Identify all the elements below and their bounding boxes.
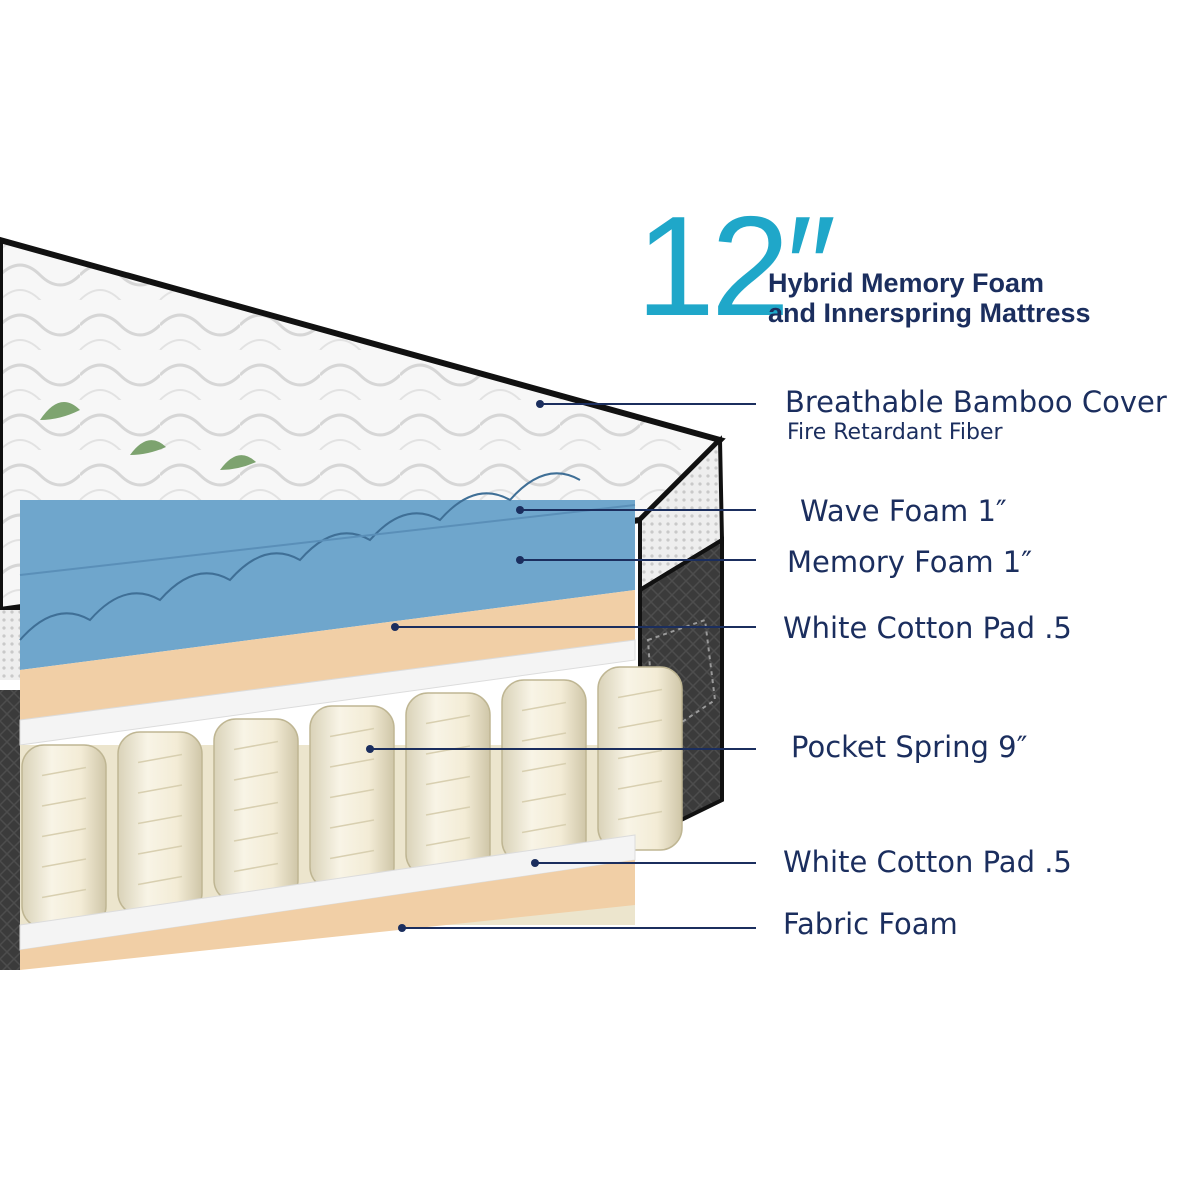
title-line-1: Hybrid Memory Foam <box>768 268 1045 298</box>
title-line-2: and Innerspring Mattress <box>768 298 1091 328</box>
pocket-spring-coil <box>405 692 491 877</box>
layer-label-bamboo-cover: Breathable Bamboo Cover <box>785 385 1167 419</box>
mattress-height: 12″ <box>636 187 836 346</box>
pocket-spring-coil <box>597 666 683 851</box>
pocket-spring-coil <box>501 679 587 864</box>
layer-label-wave-foam: Wave Foam 1″ <box>800 494 1007 528</box>
fabric-foam-layer <box>20 860 635 970</box>
layer-label-cotton-pad-bottom: White Cotton Pad .5 <box>783 845 1072 879</box>
pocket-spring-coil <box>213 718 299 903</box>
wave-foam-layer <box>20 500 635 670</box>
layer-label-memory-foam: Memory Foam 1″ <box>787 545 1033 579</box>
memory-foam-layer <box>20 590 635 720</box>
layer-sublabel-fire-retardant: Fire Retardant Fiber <box>787 420 1003 445</box>
cotton-pad-top-layer <box>19 639 636 746</box>
leader-lines <box>370 403 756 929</box>
pocket-spring-coil <box>21 744 107 929</box>
layer-label-pocket-spring: Pocket Spring 9″ <box>791 730 1028 764</box>
pocket-spring-coil <box>309 705 395 890</box>
layer-label-fabric-foam: Fabric Foam <box>783 907 958 941</box>
pocket-spring-coil <box>117 731 203 916</box>
layer-label-cotton-pad-top: White Cotton Pad .5 <box>783 611 1072 645</box>
